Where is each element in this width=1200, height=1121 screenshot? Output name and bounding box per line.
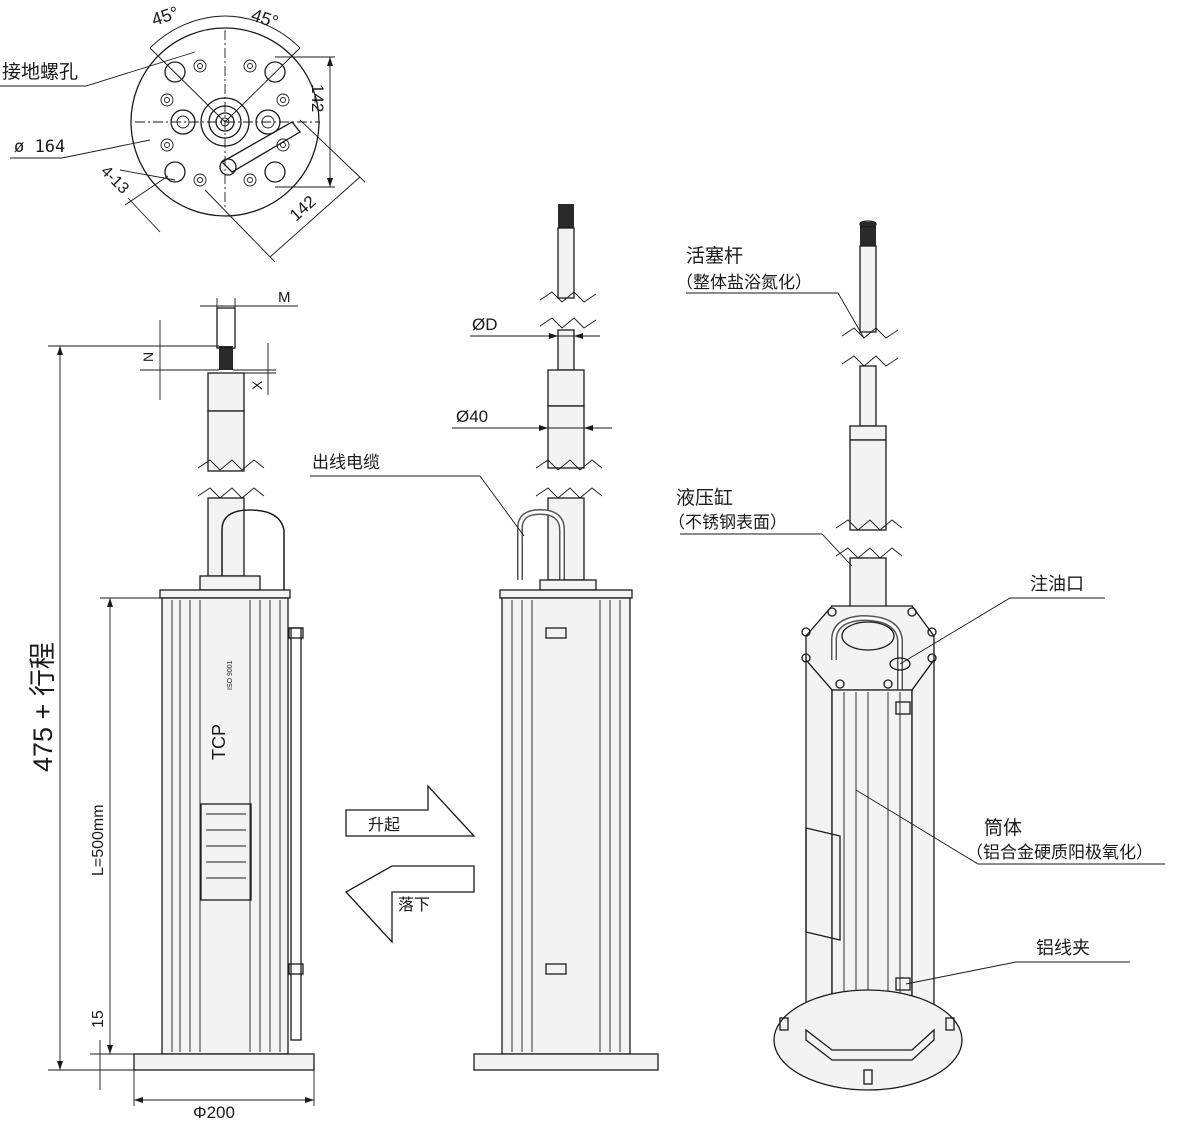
total-height-label: 475 + 行程 <box>28 642 58 772</box>
hole-spec-label: 4-13 <box>97 163 132 198</box>
iso-base <box>773 989 963 1091</box>
base-plate <box>133 1053 315 1071</box>
base-thickness-label: 15 <box>90 1010 107 1028</box>
raise-label: 升起 <box>368 815 400 834</box>
dim-m-label: M <box>278 289 291 306</box>
piston-rod-note: （整体盐浴氮化） <box>676 273 812 293</box>
pitch-vertical-label: 142 <box>308 84 327 112</box>
angle-right-label: 45° <box>249 5 281 32</box>
lower-label: 落下 <box>398 895 430 914</box>
pitch-diagonal-label: 142 <box>286 192 320 225</box>
housing <box>161 597 289 1055</box>
ground-hole-label: 接地螺孔 <box>2 61 78 83</box>
base-diameter-label: Φ200 <box>193 1103 235 1121</box>
hydraulic-cylinder-note: （不锈钢表面） <box>668 513 787 533</box>
cable-bracket <box>220 121 301 173</box>
dim-x-label: X <box>249 380 265 390</box>
lower-arrow <box>344 865 475 944</box>
screw-ring <box>160 59 290 187</box>
clamp-label: 铝线夹 <box>1036 938 1090 959</box>
raise-arrow <box>345 784 476 837</box>
iso-view: 活塞杆 （整体盐浴氮化） 液压缸 （不锈钢表面） 注油口 筒体 （铝合金硬质阳极… <box>668 220 1165 1091</box>
dim-n-label: N <box>140 352 156 362</box>
body-length-label: L=500mm <box>90 804 107 876</box>
nameplate <box>200 803 252 901</box>
top-view: 45° 45° 接地螺孔 ø 164 4-13 142 142 <box>0 2 366 263</box>
hydraulic-cylinder-title: 液压缸 <box>676 487 733 509</box>
product-code-label: TCP <box>209 724 229 760</box>
piston-rod-title: 活塞杆 <box>686 245 743 267</box>
iso-mark-label: ISO 9001 <box>227 660 234 690</box>
rod-tip <box>219 346 233 370</box>
middle-view: ØD Ø40 出线电缆 <box>310 204 659 1071</box>
housing-title: 筒体 <box>984 817 1022 839</box>
rod-diameter-label: ØD <box>472 315 498 334</box>
bolt-holes <box>164 61 286 183</box>
oil-port <box>889 657 911 671</box>
direction-arrows: 升起 落下 <box>344 784 476 944</box>
angle-left-label: 45° <box>149 2 181 29</box>
housing-note: （铝合金硬质阳极氧化） <box>966 843 1153 863</box>
cylinder-diameter-label: Ø40 <box>456 407 488 426</box>
oil-port-label: 注油口 <box>1030 574 1084 595</box>
side-view: TCP ISO 9001 M N X 475 + <box>28 289 315 1121</box>
cable-label: 出线电缆 <box>312 453 380 473</box>
diameter-label: ø 164 <box>14 137 65 157</box>
